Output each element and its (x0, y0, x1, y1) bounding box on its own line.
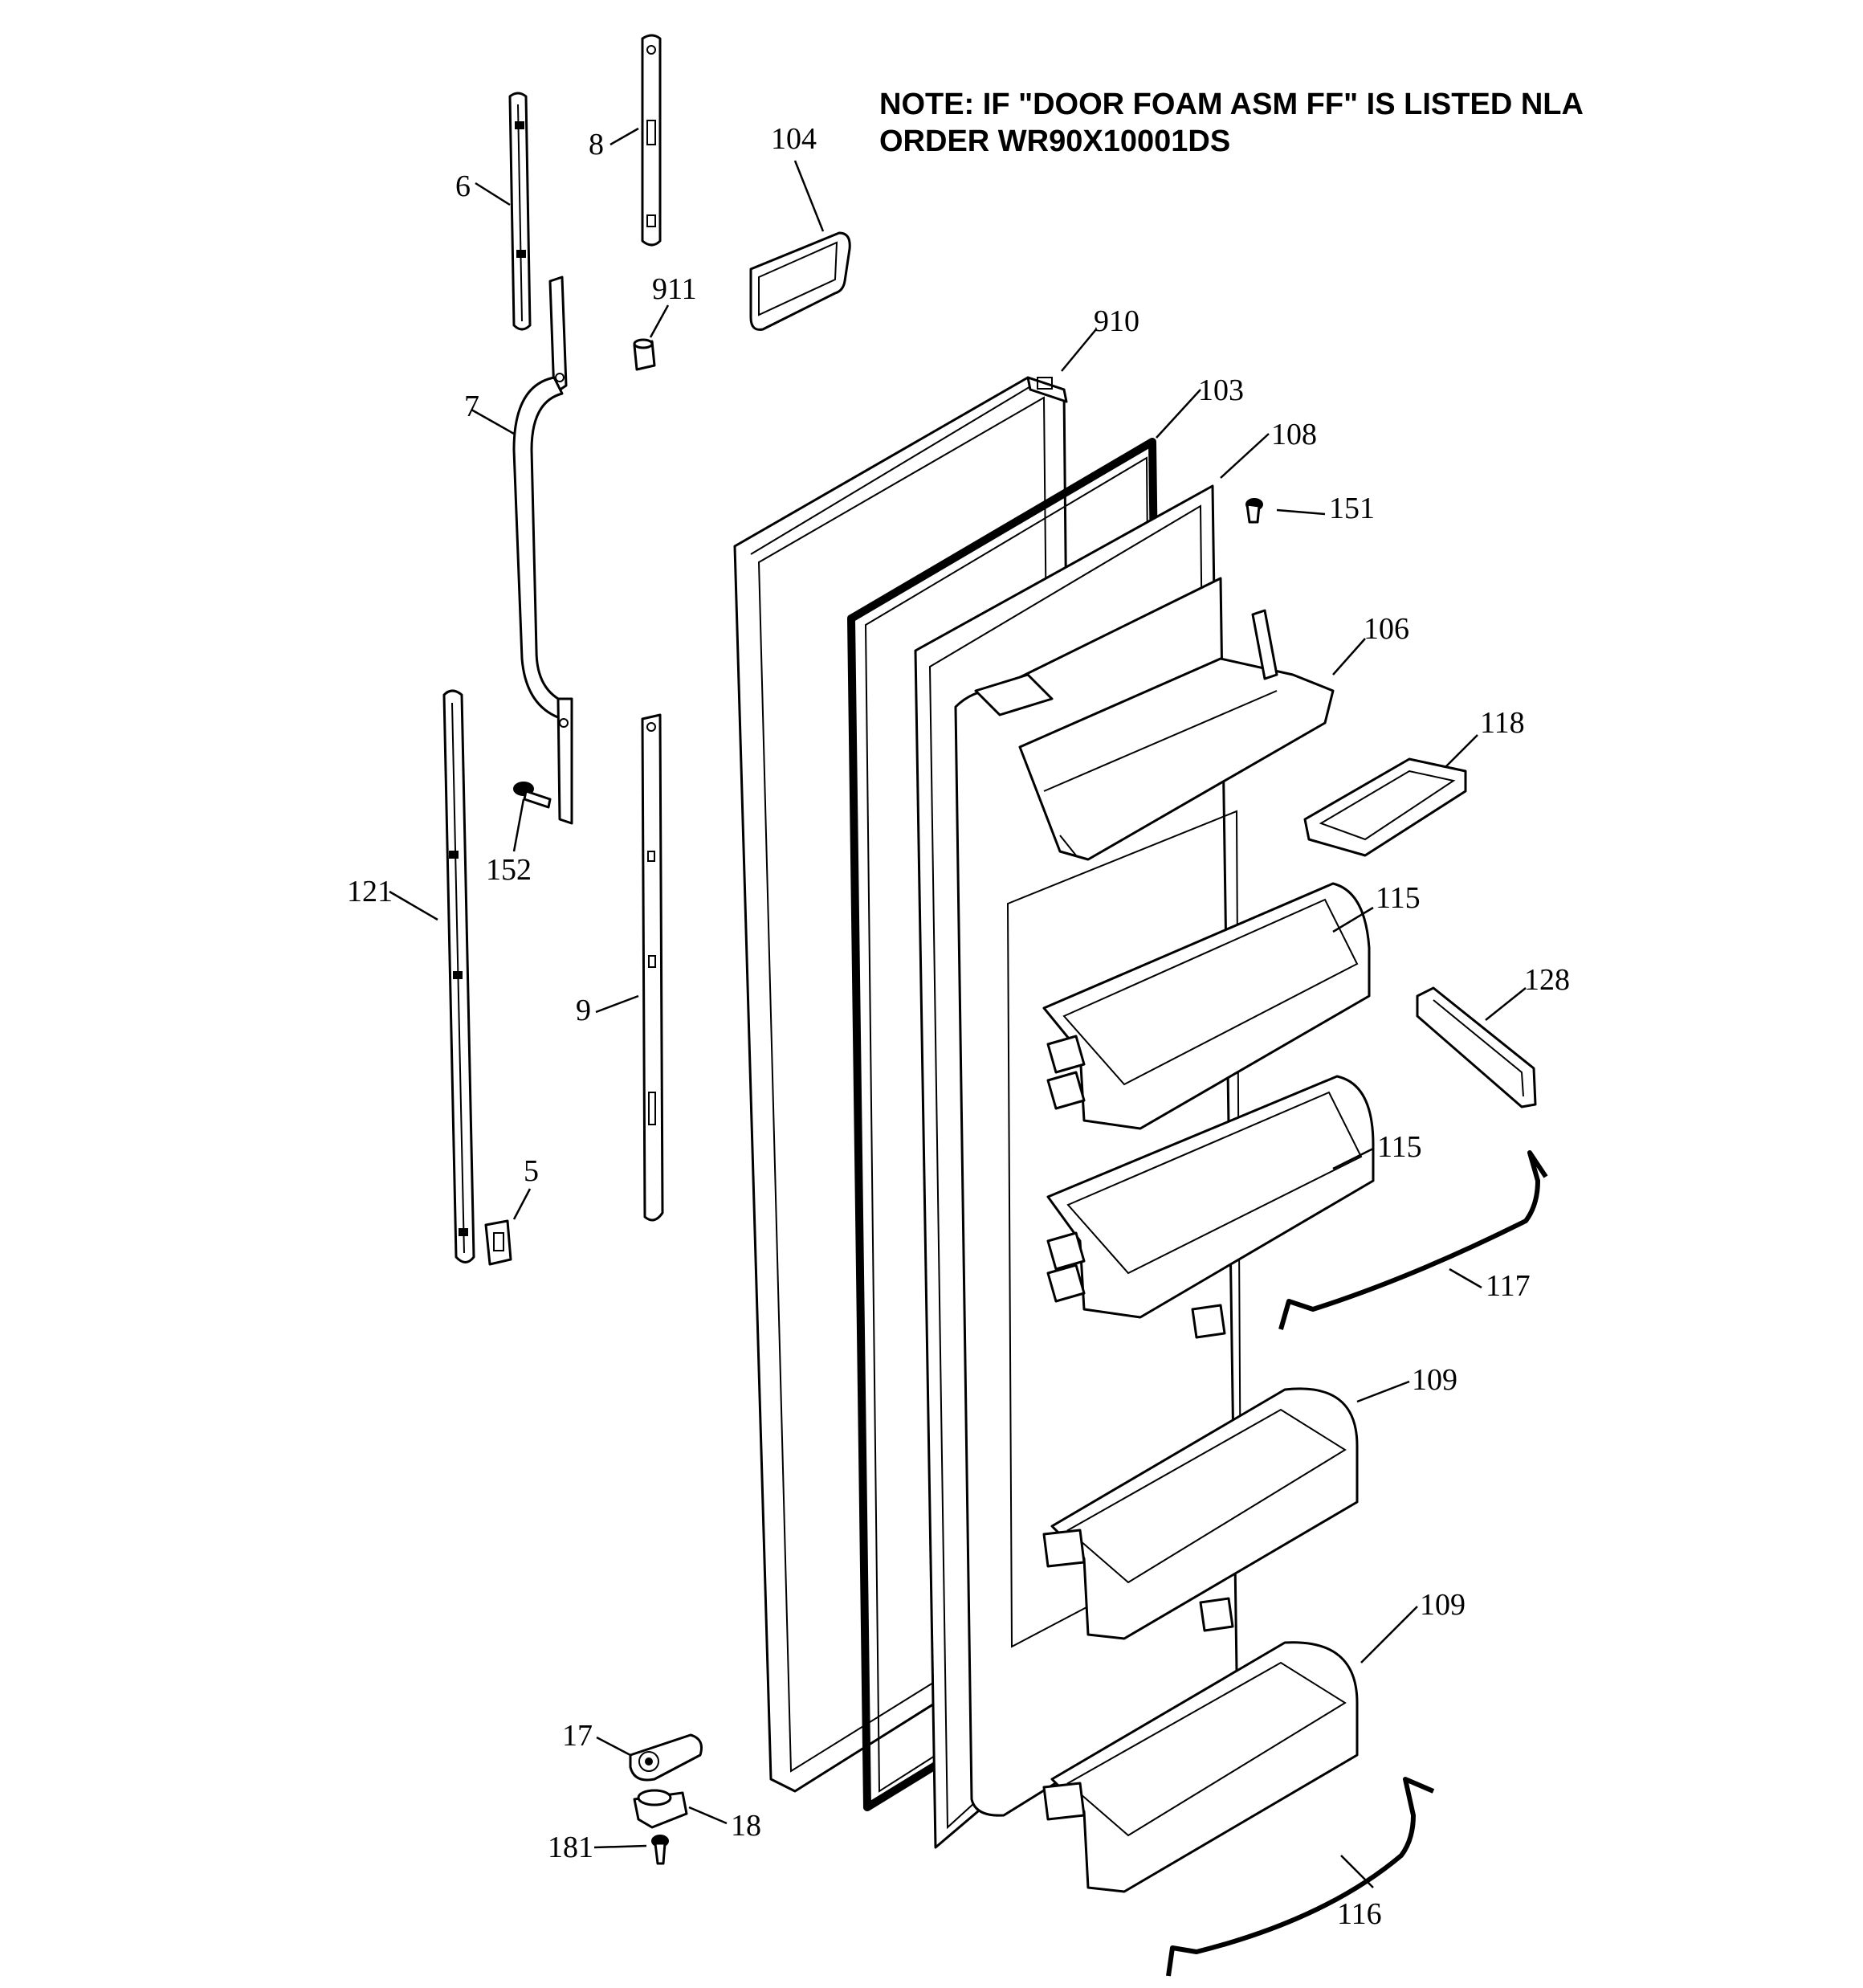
note-line-2: ORDER WR90X10001DS (879, 125, 1230, 158)
callout-108: 108 (1271, 418, 1317, 451)
part-106-shelf-bar (1018, 609, 1335, 861)
part-118-tray (1303, 757, 1467, 857)
part-8-mounting-strip (641, 34, 662, 247)
callout-128: 128 (1524, 963, 1570, 997)
callout-118: 118 (1480, 706, 1525, 740)
callout-910: 910 (1094, 304, 1139, 338)
callout-9: 9 (576, 994, 591, 1027)
callout-103: 103 (1198, 374, 1244, 407)
callout-109-lower: 109 (1420, 1588, 1466, 1622)
note-line-1: NOTE: IF "DOOR FOAM ASM FF" IS LISTED NL… (879, 88, 1584, 121)
callout-6: 6 (455, 169, 471, 203)
callout-8: 8 (589, 128, 604, 161)
callout-117: 117 (1486, 1269, 1531, 1303)
part-128-wedge (1416, 986, 1537, 1108)
callout-115-upper: 115 (1376, 881, 1421, 915)
part-151-screw (1245, 498, 1263, 524)
part-115-upper-bin (1042, 882, 1371, 1130)
part-109-lower-bin (1042, 1597, 1359, 1893)
part-181-screw (651, 1835, 669, 1865)
part-18-hinge-pin (633, 1789, 688, 1829)
part-7-door-handle (512, 276, 573, 825)
callout-115-lower: 115 (1377, 1130, 1422, 1164)
part-911-bushing (633, 338, 656, 371)
part-109-upper-bin (1042, 1304, 1359, 1640)
part-115-lower-bin (1046, 1075, 1375, 1319)
part-9-mounting-strip (641, 713, 664, 1222)
callout-106: 106 (1364, 612, 1409, 646)
callout-152: 152 (486, 853, 532, 887)
part-152-screw (513, 782, 552, 809)
part-104-cap (749, 231, 851, 331)
callout-17: 17 (562, 1719, 593, 1753)
leader-lines (389, 127, 1527, 1888)
part-116-rail (1166, 1777, 1435, 1977)
callout-7: 7 (464, 390, 479, 423)
part-117-rail (1278, 1150, 1548, 1330)
part-121-trim-strip (442, 689, 475, 1263)
callout-109-upper: 109 (1412, 1363, 1457, 1397)
part-17-hinge-plate (629, 1733, 703, 1782)
callout-151: 151 (1329, 492, 1375, 525)
part-6-trim-strip (508, 92, 532, 331)
callout-116: 116 (1337, 1897, 1382, 1931)
callout-5: 5 (524, 1154, 539, 1188)
callout-181: 181 (548, 1831, 593, 1864)
callout-18: 18 (731, 1809, 761, 1843)
callout-104: 104 (771, 122, 817, 156)
callout-121: 121 (347, 875, 393, 908)
part-5-clip (484, 1219, 512, 1266)
callout-911: 911 (652, 272, 697, 306)
